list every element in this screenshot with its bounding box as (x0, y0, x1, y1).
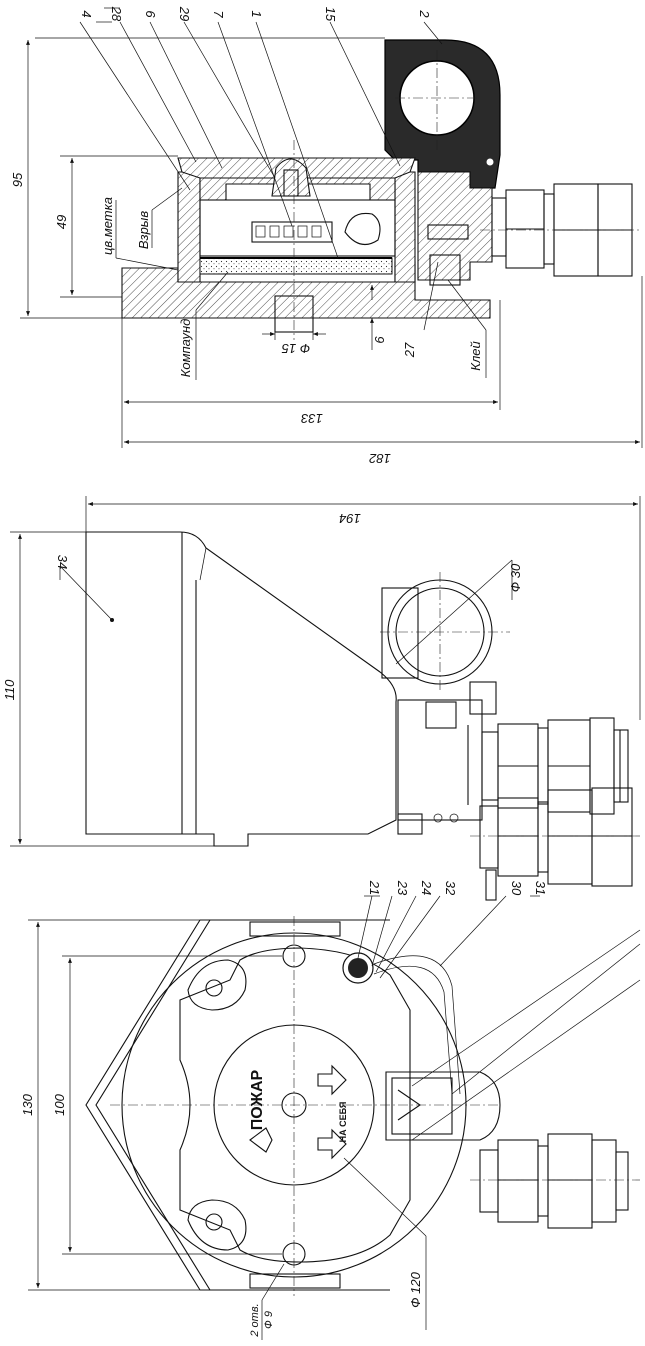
cable-gland-front-2 (479, 1133, 629, 1229)
note-explosion: Взрыв (136, 211, 151, 250)
cable-gland-front-1 (479, 787, 633, 887)
dim-outer: 130 (20, 1093, 35, 1115)
dim-width-inner: 133 (300, 411, 322, 426)
arrow-icon-bottom (317, 1128, 347, 1160)
dim-holes: 100 (52, 1093, 67, 1115)
dim-length: 194 (339, 511, 361, 526)
terminal-block (251, 221, 333, 243)
dim-pipe: Ф 30 (508, 563, 523, 592)
note-glue: Клей (468, 341, 483, 370)
fire-icon (249, 1127, 273, 1153)
side-view: 194 110 Ф 30 34 (2, 496, 641, 847)
leader-29: 29 (177, 6, 192, 21)
arrow-icon-top (317, 1064, 347, 1096)
leader-24: 24 (419, 880, 434, 895)
leader-21: 21 (367, 880, 382, 895)
leader-32: 32 (443, 881, 458, 896)
leader-28: 28 (109, 6, 124, 22)
note-compound: Компаунд (178, 319, 193, 378)
leader-4: 4 (79, 10, 94, 17)
label-pull: НА СЕБЯ (338, 1102, 348, 1143)
holes-note-count: 2 отв. (249, 1303, 261, 1337)
dim-height-body: 49 (54, 215, 69, 229)
leader-7: 7 (211, 10, 226, 18)
leader-31: 31 (533, 881, 548, 895)
leader-2: 2 (417, 9, 432, 18)
leader-1: 1 (249, 10, 264, 17)
leader-27: 27 (402, 342, 417, 358)
note-color-mark: цв.метка (100, 197, 115, 255)
top-section-view: 95 49 133 182 Ф 15 6 4 28 6 29 7 1 (10, 6, 643, 466)
dim-diameter-boss: Ф 15 (281, 341, 310, 356)
leader-30: 30 (509, 881, 524, 896)
dim-wall: 6 (372, 336, 387, 344)
leader-6: 6 (143, 10, 158, 18)
holes-note-diameter: Ф 9 (263, 1311, 275, 1329)
front-view: ПОЖАР НА СЕБЯ (20, 787, 641, 1340)
dim-circle: Ф 120 (408, 1271, 423, 1307)
leader-34: 34 (55, 555, 70, 569)
leader-15: 15 (323, 7, 338, 22)
label-fire: ПОЖАР (249, 1069, 266, 1130)
leader-23: 23 (395, 880, 410, 896)
cable-gland-side (481, 717, 629, 815)
dim-height-total: 95 (10, 172, 25, 187)
dim-width-total: 182 (368, 451, 390, 466)
dim-height: 110 (2, 679, 17, 700)
